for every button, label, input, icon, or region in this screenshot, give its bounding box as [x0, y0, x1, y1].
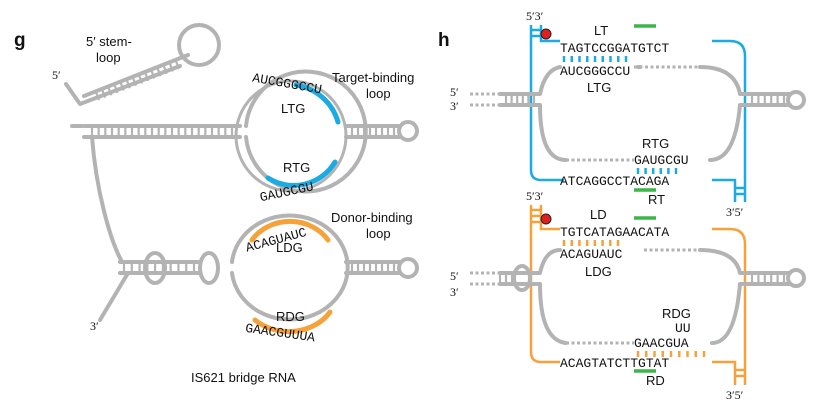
target-left-3: 3′ — [450, 99, 459, 113]
target-cleavage-dot — [540, 28, 552, 40]
lt-label: LT — [594, 23, 608, 38]
donor-cleavage-dot — [540, 213, 552, 225]
donor-complex: 5′3′ — [470, 189, 806, 385]
ldg-label-g: LDG — [276, 240, 303, 255]
rdg-label-h: RDG — [662, 306, 691, 321]
rt-label: RT — [648, 192, 665, 207]
donor-left-5: 5′ — [450, 269, 459, 283]
target-top-sequence: TAGTCCGGATGTCT — [560, 41, 669, 56]
base-pair-rung — [144, 72, 150, 82]
base-pair-rung — [162, 65, 168, 75]
rd-label: RD — [646, 373, 665, 388]
base-pair-rung — [101, 89, 107, 99]
donor-bottom-sequence: ACAGTATCTTGTAT — [560, 356, 669, 371]
five-prime-stem-loop — [64, 23, 221, 106]
base-pair-rung — [156, 67, 162, 77]
donor-ends-bottom: 3′5′ — [726, 388, 744, 402]
stem-loop-label-line2: loop — [96, 50, 121, 65]
donor-bottom-strand-right — [712, 360, 737, 385]
target-ends-top: 5′3′ — [526, 9, 544, 23]
panel-g: g 5′ stem- loop 5′ — [14, 23, 419, 385]
base-pair-rung — [119, 82, 125, 91]
target-bottom-strand-right — [712, 178, 737, 202]
donor-ends-top: 5′3′ — [526, 189, 544, 203]
ldg-sequence-h: ACAGUAUC — [560, 247, 623, 262]
rdg-extra-h: UU — [675, 321, 691, 336]
ld-label: LD — [590, 207, 607, 222]
donor-top-strand-left — [539, 205, 560, 231]
rdg-label-g: RDG — [276, 309, 305, 324]
rtg-label-h: RTG — [642, 136, 669, 151]
rtg-sequence-h: GAUGCGU — [634, 153, 689, 168]
target-top-strand-right — [712, 39, 747, 202]
central-helix — [82, 124, 242, 139]
ldg-arc — [249, 218, 331, 243]
ltg-arc — [293, 82, 341, 125]
base-pair-rung — [131, 77, 137, 87]
rtg-arc — [265, 159, 338, 188]
ldg-label-h: LDG — [585, 264, 612, 279]
base-pair-rung — [113, 84, 119, 94]
panel-letter-g: g — [14, 30, 26, 51]
target-bottom-strand-left — [529, 25, 564, 182]
ltg-label-h: LTG — [587, 80, 611, 95]
donor-loop-label-line1: Donor-binding — [331, 210, 413, 225]
target-bottom-sequence: ATCAGGCCTACAGA — [560, 174, 669, 189]
base-pair-rung — [168, 62, 174, 72]
donor-top-sequence: TGTCATAGAACATA — [560, 225, 669, 240]
base-pair-rung — [150, 70, 156, 79]
base-pair-rung — [107, 86, 113, 96]
target-ends-bottom: 3′5′ — [726, 205, 744, 219]
three-prime-end-g: 3′ — [90, 319, 99, 333]
base-pair-rung — [125, 79, 131, 89]
target-complex: 5′3′ — [470, 9, 806, 202]
rdg-sequence-g: GAACGUUUA — [244, 321, 316, 346]
donor-bottom-strand-left — [529, 205, 560, 364]
three-prime-tail — [98, 271, 130, 322]
connector-line — [90, 135, 124, 264]
panel-h: h 5′3′ — [438, 9, 806, 402]
five-prime-end-g: 5′ — [52, 68, 61, 82]
target-binding-loop — [234, 69, 419, 194]
rtg-label-g: RTG — [283, 160, 310, 175]
target-loop-label-line2: loop — [366, 86, 391, 101]
base-pair-rung — [138, 74, 144, 84]
ltg-sequence-h: AUCGGGCCU — [560, 64, 630, 79]
stem-loop-label-line1: 5′ stem- — [86, 34, 132, 49]
donor-binding-loop — [98, 213, 419, 335]
rdg-sequence-h: GAACGUA — [634, 336, 689, 351]
target-left-5: 5′ — [450, 85, 459, 99]
base-pair-rung — [174, 60, 181, 70]
panel-letter-h: h — [438, 30, 450, 51]
donor-top-strand-right — [712, 227, 747, 385]
base-pair-rung — [94, 91, 101, 101]
donor-loop-label-line2: loop — [366, 226, 391, 241]
ltg-label-g: LTG — [281, 101, 305, 116]
target-loop-label-line1: Target-binding — [332, 70, 414, 85]
rdg-arc — [252, 309, 333, 335]
donor-left-3: 3′ — [450, 285, 459, 299]
figure-caption: IS621 bridge RNA — [191, 370, 296, 385]
